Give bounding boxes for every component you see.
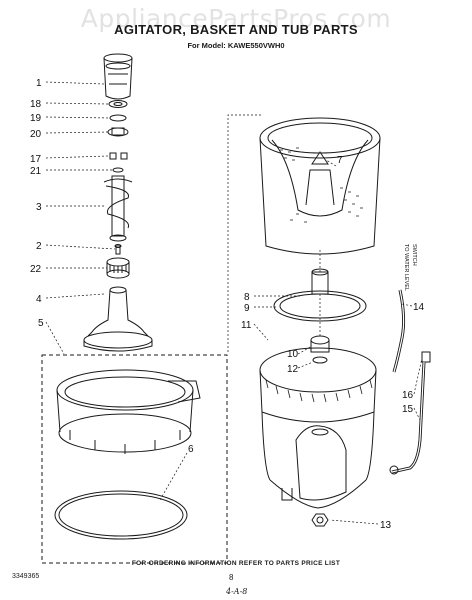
callout-16: 16 [402,390,414,401]
part-13-nut[interactable] [311,513,329,527]
part-10-seal[interactable] [310,335,330,353]
part-2-bolt[interactable] [114,244,122,255]
part-5-balance-ring[interactable] [56,369,201,454]
part-5-group-box [41,354,228,564]
callout-22: 22 [30,264,42,275]
page-number: 8 [229,573,234,582]
callout-4: 4 [36,294,42,305]
part-1-agitator-cap[interactable] [103,53,133,100]
part-19-ring[interactable] [109,114,127,122]
part-12-nut[interactable] [312,356,328,364]
part-3-auger[interactable] [103,175,133,242]
callout-21: 21 [30,166,42,177]
callout-11: 11 [241,320,252,331]
part-18-seal[interactable] [108,100,128,108]
callout-labels: 1 18 19 20 17 21 3 2 22 4 5 6 7 8 9 11 1… [30,78,425,531]
callout-13: 13 [380,520,392,531]
callout-6: 6 [188,444,194,455]
ordering-footer: FOR ORDERING INFORMATION REFER TO PARTS … [131,560,341,567]
callout-15: 15 [402,404,414,415]
part-17-dog[interactable] [109,152,128,160]
callout-12: 12 [287,364,299,375]
callout-18: 18 [30,99,42,110]
callout-20: 20 [30,129,42,140]
handwritten-note: 4-A-8 [226,587,248,596]
callout-3-auger: 3 [36,202,42,213]
part-14-hose[interactable] [392,289,406,373]
part-8-hub[interactable] [311,268,329,295]
part-20-dogs[interactable] [107,127,129,137]
part-7-spin-basket[interactable] [259,117,381,255]
model-line: For Model: KAWE550VWH0 [187,41,285,50]
doc-number: 3349365 [12,573,40,580]
part-16-clamp[interactable] [421,351,431,363]
side-note-line1: TO WATER LEVEL [403,244,409,291]
part-6-gasket[interactable] [54,490,188,540]
part-4-agitator-base[interactable] [83,286,153,352]
callout-8: 8 [244,292,250,303]
callout-14: 14 [413,302,425,313]
callout-5: 5 [38,318,44,329]
part-15-dome[interactable] [389,361,426,475]
callout-9: 9 [244,303,250,314]
callout-19: 19 [30,113,42,124]
part-22-drive-block[interactable] [106,257,130,279]
callout-1: 1 [36,78,42,89]
callout-17: 17 [30,154,42,165]
part-21-cam[interactable] [112,167,124,173]
callout-2: 2 [36,241,42,252]
side-note: TO WATER LEVEL SWITCH [403,244,417,291]
callout-7: 7 [337,155,343,166]
side-note-line2: SWITCH [411,244,417,266]
watermark: AppliancePartsPros.com [80,4,392,33]
page-title: AGITATOR, BASKET AND TUB PARTS [114,22,358,37]
callout-10: 10 [287,349,299,360]
part-11-tub[interactable] [259,347,377,509]
